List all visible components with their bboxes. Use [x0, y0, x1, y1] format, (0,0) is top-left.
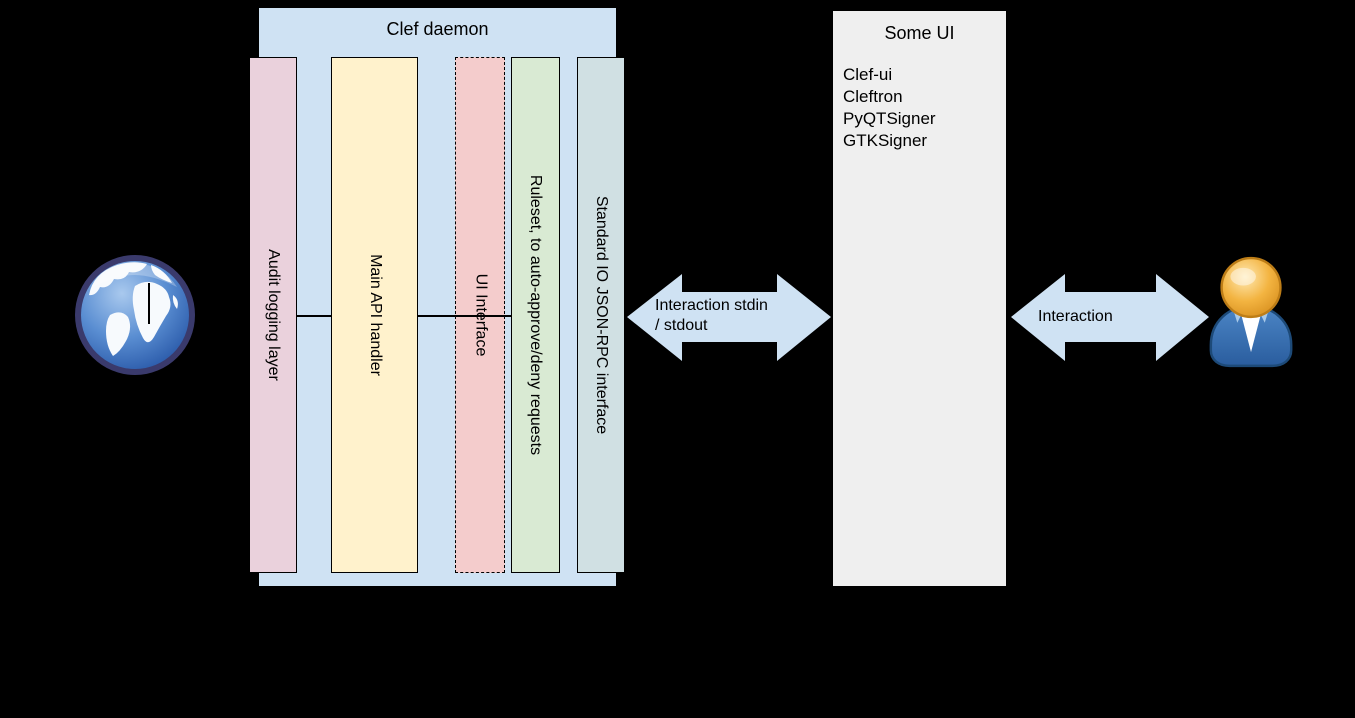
some-ui-item-cleftron: Cleftron: [843, 87, 903, 106]
stdin-stdout-arrow-label-line2: / stdout: [655, 317, 708, 334]
stdin-stdout-arrow-label-line1: Interaction stdin: [655, 297, 768, 314]
ruleset-label-wrap: Ruleset, to auto-approve/deny requests: [512, 58, 559, 572]
ruleset-label: Ruleset, to auto-approve/deny requests: [527, 174, 545, 456]
connector-api-to-ruleset: [418, 315, 511, 317]
globe-icon: [75, 255, 195, 375]
connector-audit-to-api: [297, 315, 331, 317]
some-ui-item-pyqtsigner: PyQTSigner: [843, 109, 936, 128]
some-ui-item-gtksigner: GTKSigner: [843, 131, 928, 150]
audit-logging-label: Audit logging layer: [265, 249, 283, 381]
interaction-arrow-label: Interaction: [1038, 308, 1113, 325]
audit-logging-column: Audit logging layer: [249, 57, 297, 573]
clef-daemon-box: [258, 7, 617, 587]
stdio-jsonrpc-column: Standard IO JSON-RPC interface: [577, 57, 625, 573]
connector-globe-stub: [148, 283, 150, 324]
some-ui-box: Some UI Clef-ui Cleftron PyQTSigner GTKS…: [832, 10, 1007, 587]
ruleset-column: Ruleset, to auto-approve/deny requests: [511, 57, 560, 573]
stdin-stdout-arrow: [627, 274, 831, 361]
main-api-handler-label: Main API handler: [366, 254, 384, 376]
audit-logging-label-wrap: Audit logging layer: [250, 58, 296, 572]
main-api-handler-column: Main API handler: [331, 57, 418, 573]
stdin-stdout-arrow-label: Interaction stdin / stdout: [655, 296, 768, 336]
some-ui-title: Some UI: [884, 23, 955, 43]
interaction-arrow: [1011, 274, 1209, 361]
clef-daemon-title: Clef daemon: [386, 19, 489, 39]
some-ui-item-clef-ui: Clef-ui: [843, 65, 893, 84]
main-api-handler-label-wrap: Main API handler: [332, 58, 417, 572]
stdio-jsonrpc-label: Standard IO JSON-RPC interface: [593, 195, 610, 435]
some-ui-list: Clef-ui Cleftron PyQTSigner GTKSigner: [843, 64, 936, 152]
stdio-jsonrpc-label-wrap: Standard IO JSON-RPC interface: [578, 58, 624, 572]
user-icon: [1209, 256, 1293, 368]
